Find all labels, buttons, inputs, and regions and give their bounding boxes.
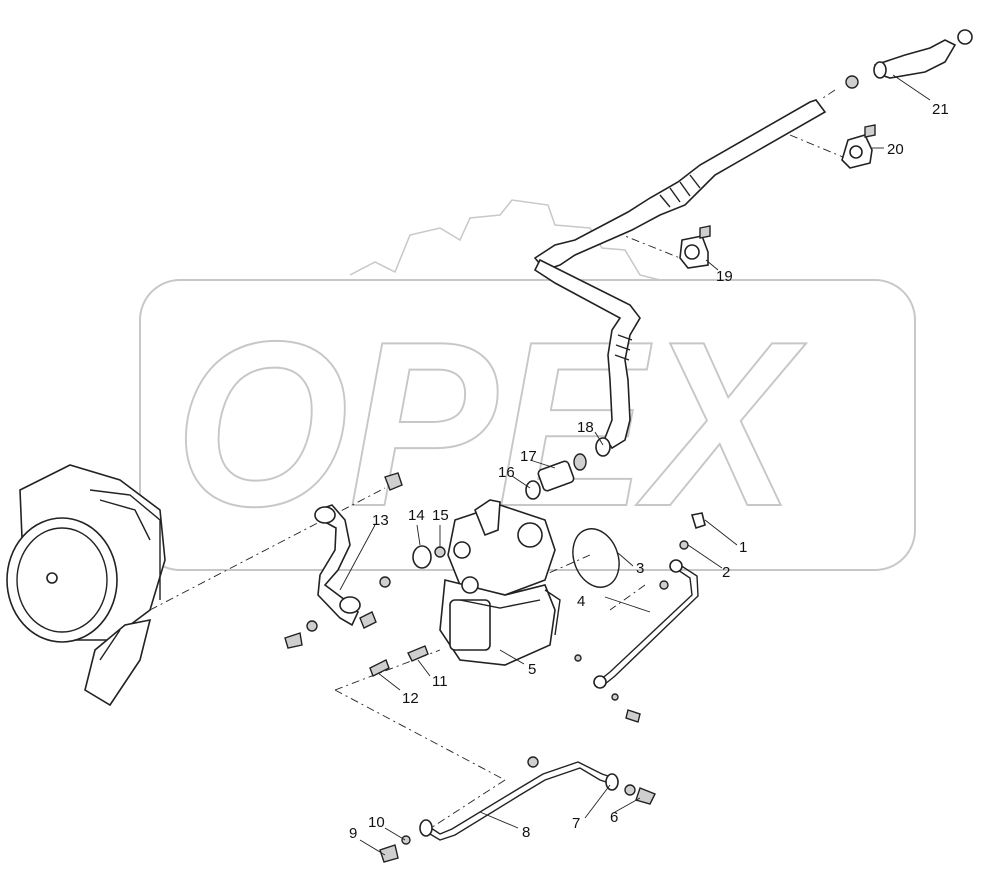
part-3-oring xyxy=(572,528,620,588)
callout-19: 19 xyxy=(716,268,733,285)
reference-line xyxy=(419,779,506,836)
callout-2: 2 xyxy=(722,564,730,581)
engine-housing xyxy=(6,464,166,707)
watermark-gear xyxy=(349,199,661,281)
callout-3: 3 xyxy=(636,560,644,577)
callout-11: 11 xyxy=(432,673,448,690)
callout-17: 17 xyxy=(520,448,537,465)
callout-8: 8 xyxy=(522,824,530,841)
reference-line xyxy=(819,89,836,101)
part-5-compressor xyxy=(439,499,561,666)
part-11-12-bolts xyxy=(284,620,429,677)
part-16-17-18-connectors xyxy=(525,453,587,500)
part-1-2-bolt xyxy=(659,512,706,590)
leader-lines xyxy=(339,74,931,856)
callout-6: 6 xyxy=(610,809,618,826)
reference-line xyxy=(334,689,506,781)
callout-12: 12 xyxy=(402,690,419,707)
callout-21: 21 xyxy=(932,101,949,118)
part-14-15-fittings xyxy=(412,545,446,569)
callout-5: 5 xyxy=(528,661,536,678)
callout-15: 15 xyxy=(432,507,449,524)
callout-9: 9 xyxy=(349,825,357,842)
callouts: 1 2 3 4 5 6 7 8 9 10 11 12 13 14 15 16 1… xyxy=(349,101,949,842)
part-13-pipe xyxy=(314,472,403,629)
part-8-pipe xyxy=(379,756,656,863)
callout-7: 7 xyxy=(572,815,580,832)
callout-18: 18 xyxy=(577,419,594,436)
reference-line xyxy=(614,231,691,263)
part-20-clamp xyxy=(841,124,876,169)
callout-1: 1 xyxy=(739,539,747,556)
callout-16: 16 xyxy=(498,464,515,481)
part-4-pipe xyxy=(574,559,699,723)
reference-line xyxy=(149,487,386,611)
reference-line xyxy=(609,584,646,611)
part-long-pipe xyxy=(533,99,827,457)
callout-14: 14 xyxy=(408,507,425,524)
part-19-clamp xyxy=(679,225,711,269)
callout-13: 13 xyxy=(372,512,389,529)
callout-4: 4 xyxy=(577,593,585,610)
reference-line xyxy=(789,134,851,161)
part-21-pipe xyxy=(845,29,973,89)
callout-20: 20 xyxy=(887,141,904,158)
callout-10: 10 xyxy=(368,814,385,831)
